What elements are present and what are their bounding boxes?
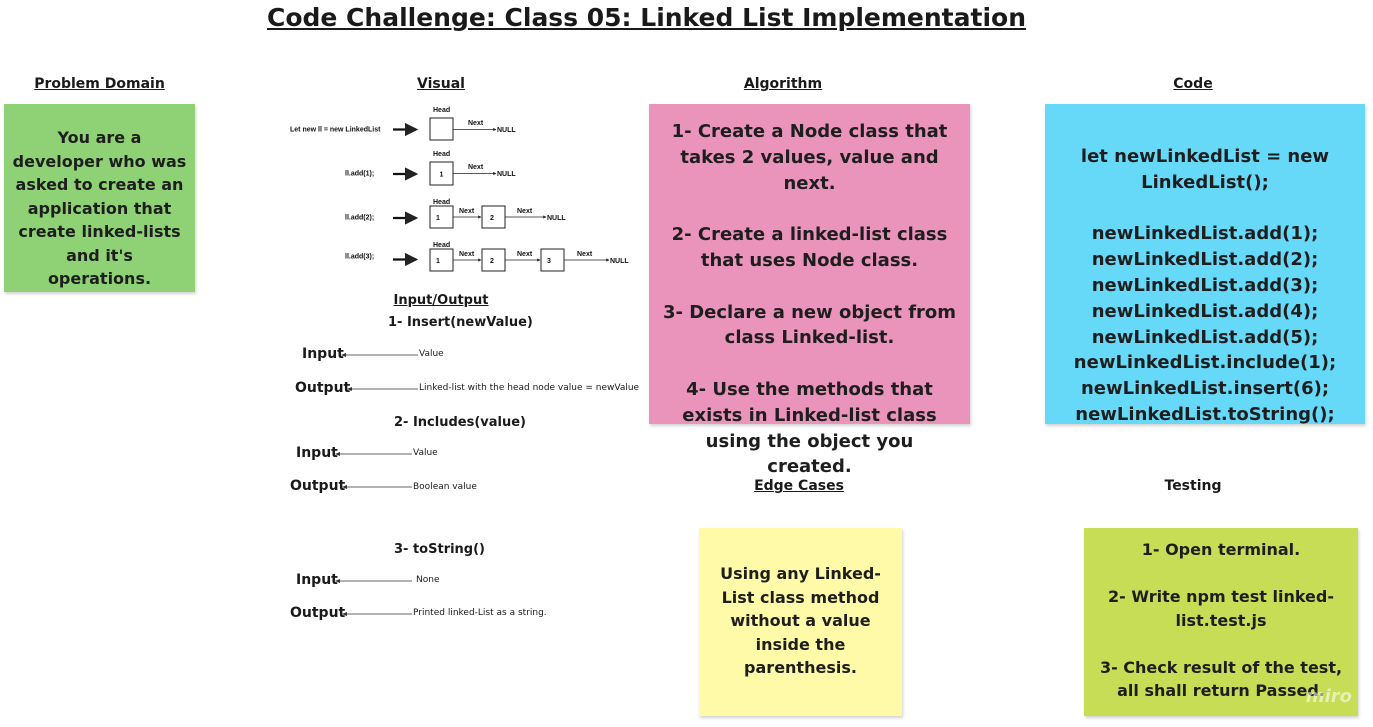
io-insert-output-arrow bbox=[347, 387, 418, 391]
visual-row-1-label: Let new ll = new LinkedList bbox=[290, 127, 381, 134]
header-problem-domain: Problem Domain bbox=[34, 76, 165, 92]
io-includes-title: 2- Includes(value) bbox=[394, 415, 526, 430]
io-tostring-output-label: Output bbox=[290, 605, 346, 621]
visual-row-4-node-3 bbox=[540, 248, 565, 272]
visual-row-2-null: NULL bbox=[497, 171, 516, 178]
visual-row-3-next-2: Next bbox=[517, 208, 533, 215]
page-title-text: Code Challenge: Class 05: Linked List Im… bbox=[266, 3, 1026, 32]
io-insert-input-arrow bbox=[341, 353, 418, 357]
code-text: let newLinkedList = new LinkedList(); ne… bbox=[1073, 146, 1337, 425]
header-testing: Testing bbox=[1164, 478, 1222, 494]
visual-row-3-next-1: Next bbox=[459, 208, 475, 215]
visual-row-4-node-3-value: 3 bbox=[547, 258, 551, 265]
visual-row-4-head: Head bbox=[433, 242, 450, 249]
visual-row-1-head: Head bbox=[433, 107, 450, 114]
header-code: Code bbox=[1173, 76, 1213, 92]
visual-row-3-node-1 bbox=[429, 205, 454, 229]
visual-row-4-node-1 bbox=[429, 248, 454, 272]
io-insert-title: 1- Insert(newValue) bbox=[388, 315, 533, 330]
visual-row-4-label: ll.add(3); bbox=[345, 254, 374, 261]
io-tostring-input-arrow bbox=[335, 579, 412, 583]
visual-row-3-head: Head bbox=[433, 199, 450, 206]
visual-row-2-head: Head bbox=[433, 151, 450, 158]
code-note[interactable]: let newLinkedList = new LinkedList(); ne… bbox=[1045, 104, 1365, 425]
io-tostring-title: 3- toString() bbox=[394, 542, 485, 557]
header-visual: Visual bbox=[417, 76, 465, 92]
visual-row-3-node-1-value: 1 bbox=[436, 215, 440, 222]
visual-row-2-next: Next bbox=[468, 164, 484, 171]
algorithm-text: 1- Create a Node class that takes 2 valu… bbox=[662, 121, 957, 478]
visual-row-4-node-2-value: 2 bbox=[490, 258, 494, 265]
visual-row-3-label: ll.add(2); bbox=[345, 215, 374, 222]
visual-row-4-null: NULL bbox=[610, 258, 629, 265]
io-includes-input-arrow bbox=[335, 452, 412, 456]
io-insert-input-value: Value bbox=[419, 349, 444, 359]
header-algorithm: Algorithm bbox=[743, 76, 823, 92]
io-insert-input-label: Input bbox=[302, 346, 344, 362]
testing-note[interactable]: 1- Open terminal. 2- Write npm test link… bbox=[1084, 528, 1358, 716]
io-tostring-output-arrow bbox=[342, 612, 412, 616]
io-includes-output-label: Output bbox=[290, 478, 346, 494]
io-includes-output-value: Boolean value bbox=[413, 482, 477, 492]
algorithm-note[interactable]: 1- Create a Node class that takes 2 valu… bbox=[649, 104, 970, 477]
miro-watermark: miro bbox=[1305, 685, 1352, 707]
io-tostring-input-label: Input bbox=[296, 572, 338, 588]
io-tostring-output-value: Printed linked-List as a string. bbox=[413, 608, 547, 618]
testing-text: 1- Open terminal. 2- Write npm test link… bbox=[1099, 540, 1343, 700]
visual-row-4-next-1: Next bbox=[459, 251, 475, 258]
io-tostring-input-value: None bbox=[416, 575, 440, 585]
visual-row-3-node-2-value: 2 bbox=[490, 215, 494, 222]
io-includes-input-label: Input bbox=[296, 445, 338, 461]
visual-row-1-next: Next bbox=[468, 120, 484, 127]
visual-row-4-next-3: Next bbox=[577, 251, 593, 258]
visual-row-4-node-1-value: 1 bbox=[436, 258, 440, 265]
problem-domain-note[interactable]: You are a developer who was asked to cre… bbox=[4, 104, 195, 292]
page-title: Code Challenge: Class 05: Linked List Im… bbox=[0, 3, 1293, 32]
visual-diagram: Let new ll = new LinkedList Head Next NU… bbox=[290, 107, 629, 272]
io-includes-output-arrow bbox=[342, 485, 412, 489]
visual-row-1-null: NULL bbox=[497, 127, 516, 134]
visual-row-2-label: ll.add(1); bbox=[345, 171, 374, 178]
visual-row-3-null: NULL bbox=[547, 215, 566, 222]
io-insert-output-value: Linked-list with the head node value = n… bbox=[419, 383, 640, 393]
problem-domain-text: You are a developer who was asked to cre… bbox=[12, 128, 192, 288]
visual-row-1-empty-node bbox=[429, 117, 454, 141]
io-includes-input-value: Value bbox=[413, 448, 438, 458]
visual-row-4-next-2: Next bbox=[517, 251, 533, 258]
io-header: Input/Output bbox=[393, 293, 489, 308]
io-insert-output-label: Output bbox=[295, 380, 351, 396]
header-edge-cases: Edge Cases bbox=[754, 478, 844, 494]
edge-cases-text: Using any Linked-List class method witho… bbox=[720, 564, 885, 677]
visual-row-2-node-1-value: 1 bbox=[440, 172, 444, 179]
edge-cases-note[interactable]: Using any Linked-List class method witho… bbox=[699, 528, 902, 716]
